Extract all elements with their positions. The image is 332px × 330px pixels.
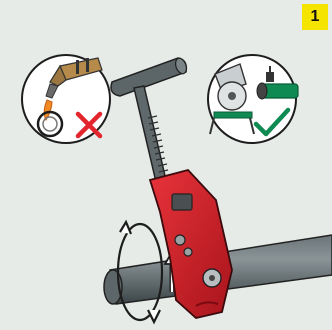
step-number-badge: 1: [302, 4, 328, 30]
cutter-handle: [111, 57, 188, 182]
saw-cutting-checked-icon: [208, 55, 298, 143]
roller: [175, 235, 185, 245]
torch-cutting-crossed-icon: [22, 55, 110, 143]
slide-block: [172, 194, 192, 210]
